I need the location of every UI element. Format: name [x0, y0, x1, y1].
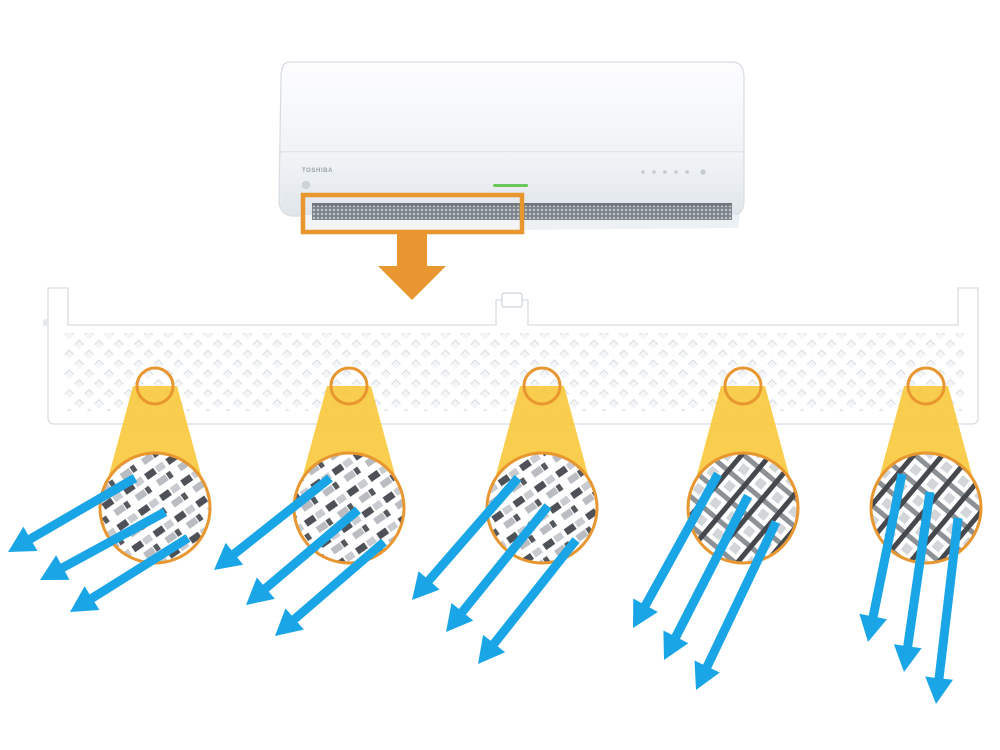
airflow-arrow-icon	[70, 534, 191, 612]
down-arrow-icon	[378, 232, 446, 300]
sensor-icon	[302, 181, 310, 189]
airflow-arrow-icon	[663, 493, 752, 660]
airflow-arrow-icon	[446, 503, 552, 632]
vane-clip	[501, 292, 523, 308]
airflow-arrow-icon	[40, 508, 168, 580]
enlarged-vane-panel	[43, 287, 979, 425]
airflow-arrow-icon	[8, 474, 138, 552]
air-conditioner-unit: TOSHIBA	[278, 61, 745, 230]
airflow-arrow-icon	[412, 475, 522, 600]
airflow-arrow-icon	[214, 474, 333, 570]
vane-perforation	[64, 333, 964, 411]
airflow-arrow-icon	[893, 491, 935, 672]
status-indicator	[493, 184, 528, 187]
airflow-arrow-icon	[694, 520, 781, 690]
airflow-arrow-icon	[859, 473, 907, 642]
airflow-arrow-icon	[925, 517, 963, 704]
airflow-arrow-icon	[633, 471, 722, 628]
control-indicators	[641, 169, 706, 175]
airflow-arrow-icon	[246, 506, 361, 605]
airflow-arrow-icon	[478, 537, 580, 664]
airflow-arrow-icon	[275, 538, 387, 636]
brand-label: TOSHIBA	[302, 168, 333, 174]
airflow-arrows	[8, 471, 963, 704]
